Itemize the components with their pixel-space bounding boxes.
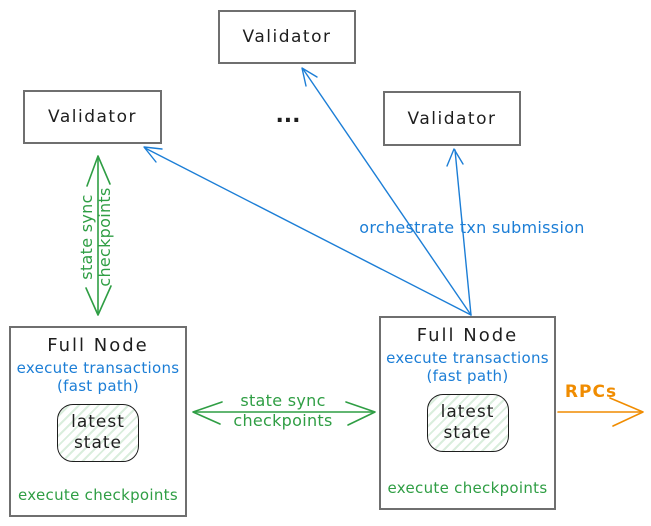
- line-to-top-validator: [302, 68, 472, 316]
- latest-state-line2: state: [443, 423, 492, 443]
- arrowhead-right-validator-icon: [446, 148, 464, 167]
- vertical-arrowhead-up-icon: [86, 155, 111, 187]
- vertical-arrowhead-down-icon: [85, 285, 112, 316]
- orchestrate-txn-label: orchestrate txn submission: [359, 218, 585, 237]
- arrowhead-left-validator-icon: [143, 146, 163, 163]
- execute-checkpoints-label: execute checkpoints: [387, 479, 548, 497]
- latest-state-box: latest state: [57, 404, 139, 462]
- validator-box-left: Validator: [23, 90, 162, 144]
- horizontal-arrowhead-right-icon: [345, 401, 376, 426]
- horizontal-arrowhead-left-icon: [192, 401, 223, 425]
- execute-transactions-label: execute transactions (fast path): [17, 359, 180, 395]
- execute-transactions-line1: execute transactions: [386, 349, 549, 367]
- orchestrate-arrows: [143, 67, 472, 316]
- state-sync-label-line2: checkpoints: [233, 411, 333, 430]
- rpc-arrow: [557, 397, 644, 427]
- execute-transactions-line1: execute transactions: [16, 359, 180, 377]
- validator-label: Validator: [48, 107, 137, 127]
- rpc-arrowhead-icon: [609, 397, 644, 427]
- latest-state-line2: state: [73, 433, 123, 453]
- state-sync-label-line2: checkpoints: [95, 187, 114, 287]
- validator-box-top: Validator: [218, 10, 356, 64]
- vertical-state-sync-label: state sync checkpoints: [77, 157, 116, 317]
- rpcs-label: RPCs: [564, 382, 618, 402]
- latest-state-line1: latest: [440, 402, 495, 422]
- fast-path-line: (fast path): [426, 367, 509, 385]
- validator-label: Validator: [242, 27, 332, 47]
- more-validators-ellipsis: ...: [275, 103, 301, 128]
- validator-box-right: Validator: [383, 91, 521, 146]
- execute-checkpoints-label: execute checkpoints: [18, 486, 178, 504]
- full-node-box-left: Full Node execute transactions (fast pat…: [9, 326, 187, 517]
- full-node-title: Full Node: [416, 325, 519, 346]
- execute-transactions-label: execute transactions (fast path): [386, 349, 549, 385]
- line-to-left-validator: [144, 147, 472, 316]
- state-sync-label-line1: state sync: [77, 194, 96, 280]
- fast-path-line: (fast path): [56, 377, 140, 395]
- validator-label: Validator: [407, 108, 497, 129]
- horizontal-state-sync-label: state sync checkpoints: [213, 391, 353, 431]
- latest-state-box: latest state: [426, 394, 509, 452]
- full-node-title: Full Node: [47, 335, 149, 356]
- arrowhead-top-validator-icon: [301, 67, 318, 87]
- state-sync-arrows: [85, 155, 376, 426]
- latest-state-line1: latest: [71, 412, 125, 432]
- state-sync-label-line1: state sync: [240, 391, 326, 410]
- line-to-right-validator: [454, 149, 472, 316]
- full-node-box-right: Full Node execute transactions (fast pat…: [379, 316, 556, 510]
